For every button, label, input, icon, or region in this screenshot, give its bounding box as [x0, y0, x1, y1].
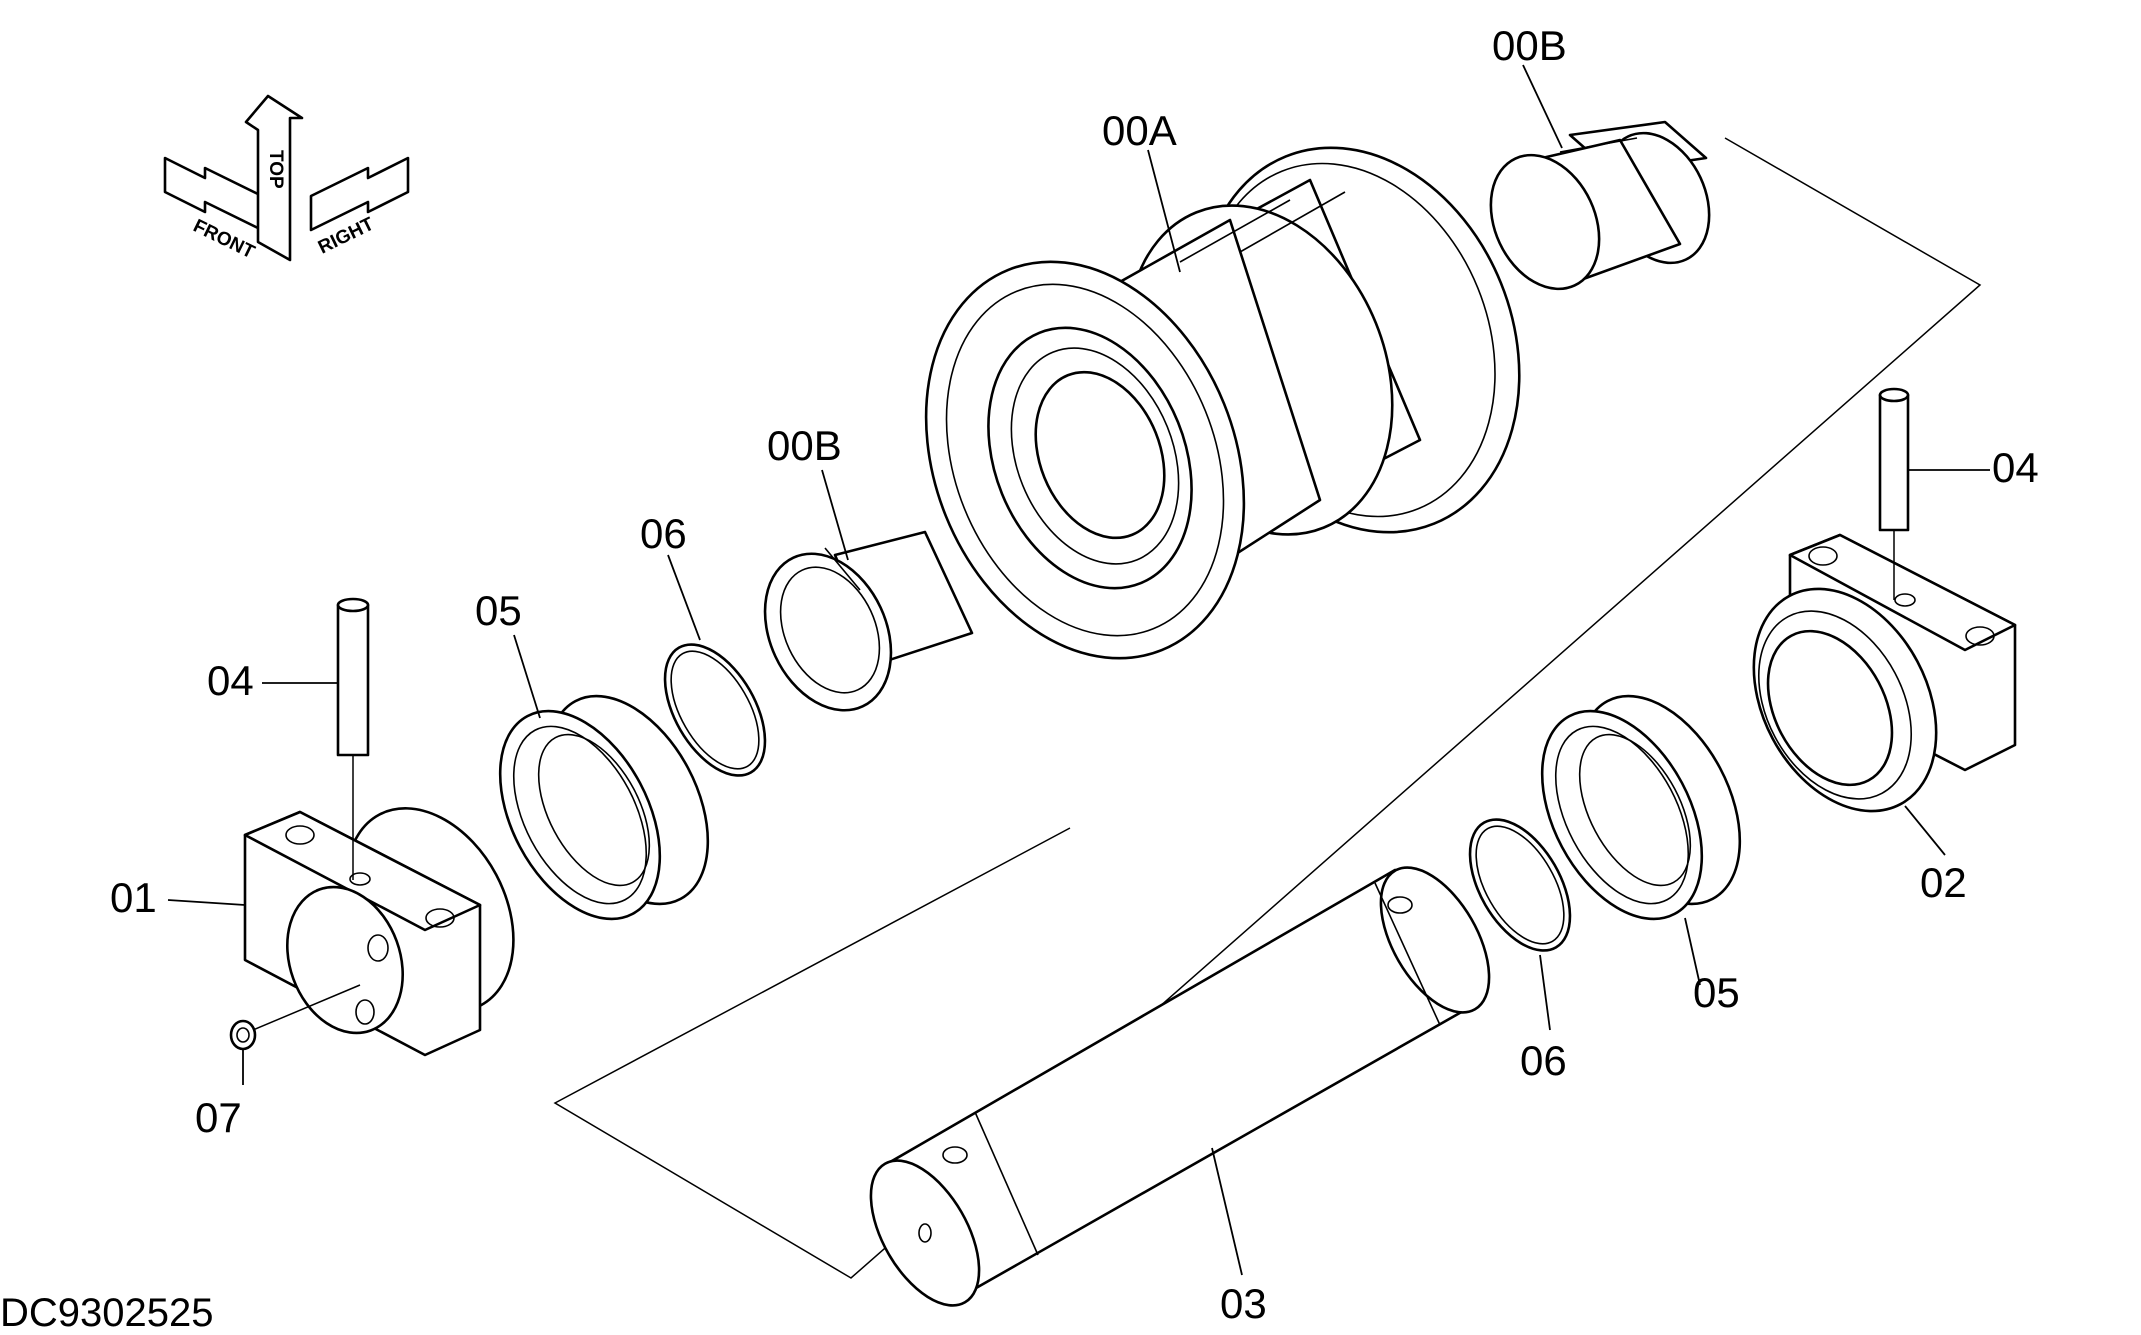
- callout-04-left: 04: [207, 657, 254, 704]
- track-roller: [924, 146, 1521, 660]
- callout-01: 01: [110, 874, 157, 921]
- callout-00a: 00A: [1102, 107, 1177, 154]
- collar-left: [243, 807, 515, 1057]
- orient-top-label: TOP: [265, 150, 286, 189]
- callout-02: 02: [1920, 859, 1967, 906]
- callout-05-right: 05: [1693, 969, 1740, 1016]
- shaft: [869, 866, 1491, 1307]
- plug: [229, 984, 361, 1051]
- callout-00b-upper: 00B: [1492, 22, 1567, 69]
- callouts: 00B 00A 00B 06 05 04 01 07 03 06 05 02 0…: [110, 22, 2039, 1327]
- callout-07: 07: [195, 1094, 242, 1141]
- assembly-outline: [553, 137, 1982, 1279]
- bushing-upper: [1489, 120, 1711, 291]
- callout-06-right: 06: [1520, 1037, 1567, 1084]
- pin-left: [336, 597, 370, 880]
- bushing-lower: [763, 530, 974, 712]
- callout-06-left: 06: [640, 510, 687, 557]
- callout-04-right: 04: [1992, 444, 2039, 491]
- callout-03: 03: [1220, 1280, 1267, 1327]
- callout-05-left: 05: [475, 587, 522, 634]
- collar-right: [1752, 533, 2017, 813]
- pin-right: [1878, 387, 1910, 600]
- oring-left: [663, 643, 767, 777]
- leader-lines: [167, 64, 1990, 1276]
- callout-00b-lower: 00B: [767, 422, 842, 469]
- drawing-id: DC9302525: [0, 1291, 214, 1335]
- seal-left: [498, 694, 710, 921]
- oring-right: [1468, 818, 1572, 952]
- orientation-indicator: FRONT TOP RIGHT: [163, 94, 410, 263]
- seal-right: [1540, 694, 1742, 921]
